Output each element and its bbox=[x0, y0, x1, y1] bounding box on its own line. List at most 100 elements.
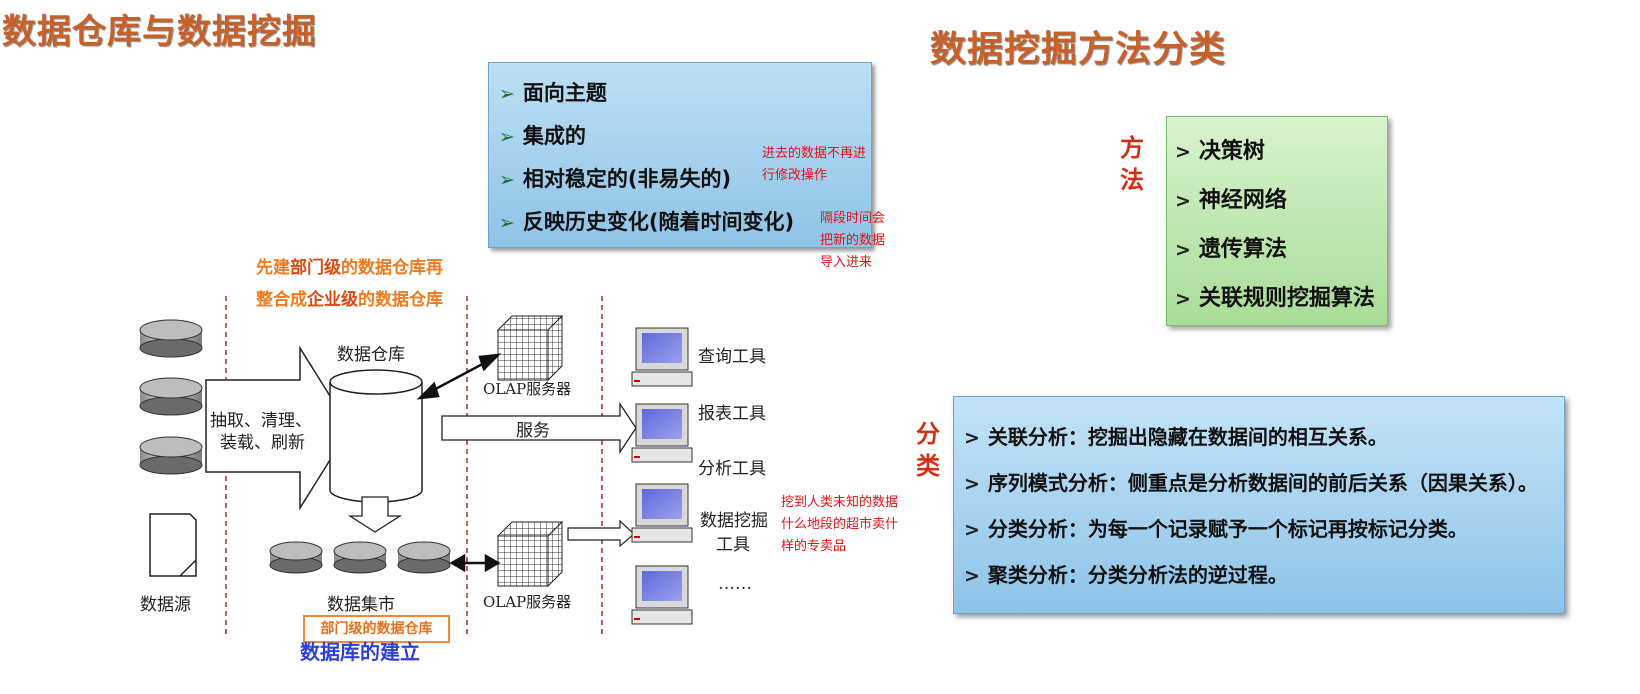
feature-text: 相对稳定的(非易失的) bbox=[522, 167, 732, 191]
source-disk-icon bbox=[139, 436, 203, 475]
tool-label-report: 报表工具 bbox=[698, 404, 766, 424]
source-disk-icon bbox=[139, 377, 203, 416]
feature-item: ➢ 反映历史变化(随着时间变化) bbox=[499, 206, 794, 236]
down-arrow-icon bbox=[347, 496, 403, 533]
warehouse-label: 数据仓库 bbox=[337, 345, 405, 365]
source-disk-icon bbox=[139, 319, 203, 358]
method-text: 决策树 bbox=[1198, 139, 1265, 164]
note-part: 的数据仓库再 bbox=[341, 258, 443, 278]
method-item: > 决策树 bbox=[1175, 133, 1265, 165]
method-item: > 遗传算法 bbox=[1175, 231, 1287, 263]
warehouse-cylinder-icon bbox=[329, 369, 423, 503]
classification-box: > 关联分析：挖掘出隐藏在数据间的相互关系。 > 序列模式分析：侧重点是分析数据间的… bbox=[953, 396, 1565, 614]
feature-item: ➢ 集成的 bbox=[499, 120, 586, 150]
method-item: > 关联规则挖掘算法 bbox=[1175, 280, 1375, 312]
method-item: > 神经网络 bbox=[1175, 182, 1287, 214]
mart-disk-icon bbox=[269, 541, 323, 574]
double-arrow-icon bbox=[449, 553, 501, 573]
chevron-right-icon: ➢ bbox=[499, 126, 515, 148]
classification-text: 序列模式分析：侧重点是分析数据间的前后关系（因果关系）。 bbox=[987, 471, 1538, 495]
strategy-note: 先建部门级的数据仓库再 整合成企业级的数据仓库 bbox=[256, 252, 443, 316]
olap-cube-icon bbox=[496, 314, 564, 382]
document-icon bbox=[149, 513, 197, 577]
warehouse-architecture-diagram bbox=[139, 296, 693, 634]
tool-label-analysis: 分析工具 bbox=[698, 459, 766, 479]
note-line: 导入进来 bbox=[820, 255, 873, 270]
feature-item: ➢ 面向主题 bbox=[499, 77, 607, 107]
note-line: 把新的数据 bbox=[820, 233, 886, 248]
classification-text: 聚类分析：分类分析法的逆过程。 bbox=[987, 563, 1288, 587]
warehouse-features-box: ➢ 面向主题 ➢ 集成的 ➢ 相对稳定的(非易失的) ➢ 反映历史变化(随着时间变化) bbox=[488, 62, 872, 248]
classification-text: 关联分析：挖掘出隐藏在数据间的相互关系。 bbox=[987, 425, 1388, 449]
olap-cube-icon bbox=[496, 520, 564, 588]
computer-icon bbox=[631, 403, 693, 463]
tool-label-query: 查询工具 bbox=[698, 347, 766, 367]
left-slide-title: 数据仓库与数据挖掘 bbox=[2, 12, 317, 52]
mining-arrow-icon bbox=[567, 519, 635, 548]
note-mining: 挖到人类未知的数据 什么地段的超市卖什 样的专卖品 bbox=[781, 492, 898, 558]
classification-item: > 关联分析：挖掘出隐藏在数据间的相互关系。 bbox=[964, 421, 1388, 450]
chevron-right-icon: ➢ bbox=[499, 169, 515, 191]
tool-label-mining: 数据挖掘 bbox=[700, 511, 768, 531]
database-build-label: 数据库的建立 bbox=[300, 640, 420, 664]
note-line: 样的专卖品 bbox=[781, 539, 847, 554]
method-label: 方法 bbox=[1120, 134, 1144, 194]
chevron-right-icon: > bbox=[1175, 239, 1191, 261]
method-text: 神经网络 bbox=[1198, 188, 1287, 213]
service-arrow-icon bbox=[441, 401, 637, 455]
department-warehouse-box: 部门级的数据仓库 bbox=[303, 615, 450, 643]
service-label: 服务 bbox=[516, 421, 550, 441]
computer-icon bbox=[631, 565, 693, 625]
tool-label-mining-2: 工具 bbox=[716, 535, 750, 555]
chevron-right-icon: ➢ bbox=[499, 212, 515, 234]
chevron-right-icon: > bbox=[964, 565, 980, 587]
chevron-right-icon: > bbox=[964, 427, 980, 449]
feature-text: 反映历史变化(随着时间变化) bbox=[522, 210, 795, 234]
note-part: 整合成 bbox=[256, 290, 307, 310]
chevron-right-icon: ➢ bbox=[499, 83, 515, 105]
right-slide-title: 数据挖掘方法分类 bbox=[930, 28, 1227, 70]
etl-label-2: 装载、刷新 bbox=[220, 433, 305, 453]
tool-label-more: …… bbox=[718, 574, 752, 594]
olap-label-top: OLAP服务器 bbox=[483, 380, 572, 398]
computer-icon bbox=[631, 483, 693, 543]
feature-text: 集成的 bbox=[522, 124, 586, 148]
computer-icon bbox=[631, 327, 693, 387]
methods-box: > 决策树 > 神经网络 > 遗传算法 > 关联规则挖掘算法 bbox=[1166, 116, 1388, 326]
method-text: 关联规则挖掘算法 bbox=[1198, 286, 1375, 311]
source-label: 数据源 bbox=[140, 595, 191, 615]
feature-item: ➢ 相对稳定的(非易失的) bbox=[499, 163, 731, 193]
classification-text: 分类分析：为每一个记录赋予一个标记再按标记分类。 bbox=[987, 517, 1468, 541]
note-part: 的数据仓库 bbox=[358, 290, 443, 310]
double-arrow-icon bbox=[416, 353, 502, 400]
chevron-right-icon: > bbox=[964, 519, 980, 541]
note-line: 什么地段的超市卖什 bbox=[781, 517, 899, 532]
note-history: 隔段时间会 把新的数据 导入进来 bbox=[820, 208, 885, 274]
chevron-right-icon: > bbox=[1175, 288, 1191, 310]
feature-text: 面向主题 bbox=[522, 81, 607, 105]
note-line: 挖到人类未知的数据 bbox=[781, 495, 899, 510]
classification-item: > 序列模式分析：侧重点是分析数据间的前后关系（因果关系）。 bbox=[964, 467, 1538, 496]
chevron-right-icon: > bbox=[1175, 141, 1191, 163]
note-line: 进去的数据不再进 bbox=[762, 146, 867, 161]
note-line: 行修改操作 bbox=[762, 168, 828, 183]
note-part: 先建 bbox=[256, 258, 290, 278]
note-stable: 进去的数据不再进 行修改操作 bbox=[762, 143, 866, 187]
strategy-line-1: 先建部门级的数据仓库再 bbox=[256, 252, 443, 284]
chevron-right-icon: > bbox=[964, 473, 980, 495]
strategy-line-2: 整合成企业级的数据仓库 bbox=[256, 284, 443, 316]
method-text: 遗传算法 bbox=[1198, 237, 1287, 262]
chevron-right-icon: > bbox=[1175, 190, 1191, 212]
mart-disk-icon bbox=[333, 541, 387, 574]
classification-label: 分类 bbox=[916, 420, 940, 480]
mart-label: 数据集市 bbox=[327, 595, 395, 615]
note-emphasis: 部门级 bbox=[290, 258, 341, 278]
mart-disk-icon bbox=[397, 541, 451, 574]
note-emphasis: 企业级 bbox=[307, 290, 358, 310]
classification-item: > 聚类分析：分类分析法的逆过程。 bbox=[964, 559, 1288, 588]
olap-label-bottom: OLAP服务器 bbox=[483, 593, 572, 611]
etl-label-1: 抽取、清理、 bbox=[210, 411, 312, 431]
dashed-dividers bbox=[225, 296, 603, 634]
classification-item: > 分类分析：为每一个记录赋予一个标记再按标记分类。 bbox=[964, 513, 1468, 542]
note-line: 隔段时间会 bbox=[820, 211, 886, 226]
